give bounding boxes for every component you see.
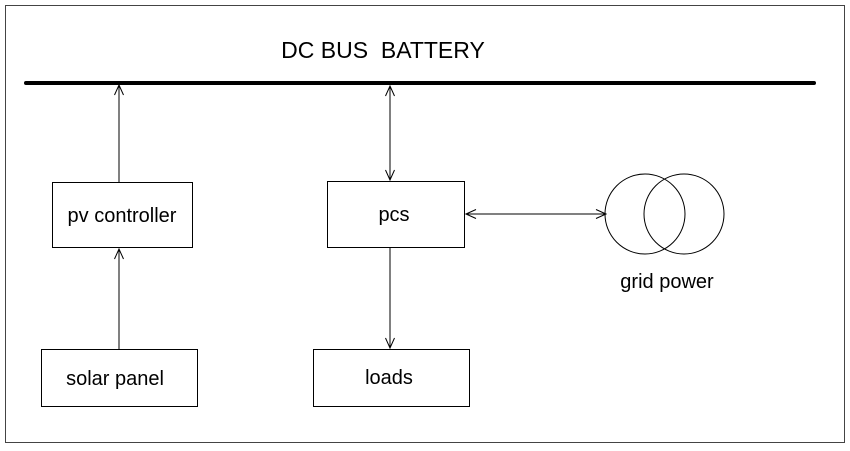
pcs-box [327,181,465,248]
pcs-label: pcs [378,204,409,226]
loads-label: loads [365,367,413,389]
pcs-node: pcs [327,181,465,248]
solar-panel-box [41,349,198,407]
pv-controller-box [52,182,193,248]
loads-node: loads [313,349,470,407]
pv-controller-node: pv controller [52,182,193,248]
dc-bus-battery-title: DC BUS BATTERY [281,37,485,63]
grid-power-node: grid power [604,173,725,293]
solar-panel-node: solar panel [41,349,198,407]
grid-power-circle-right [643,173,725,255]
grid-power-label: grid power [620,271,714,293]
loads-box [313,349,470,407]
pv-controller-label: pv controller [68,205,177,227]
solar-panel-label: solar panel [66,368,164,390]
grid-power-circle-left [604,173,686,255]
